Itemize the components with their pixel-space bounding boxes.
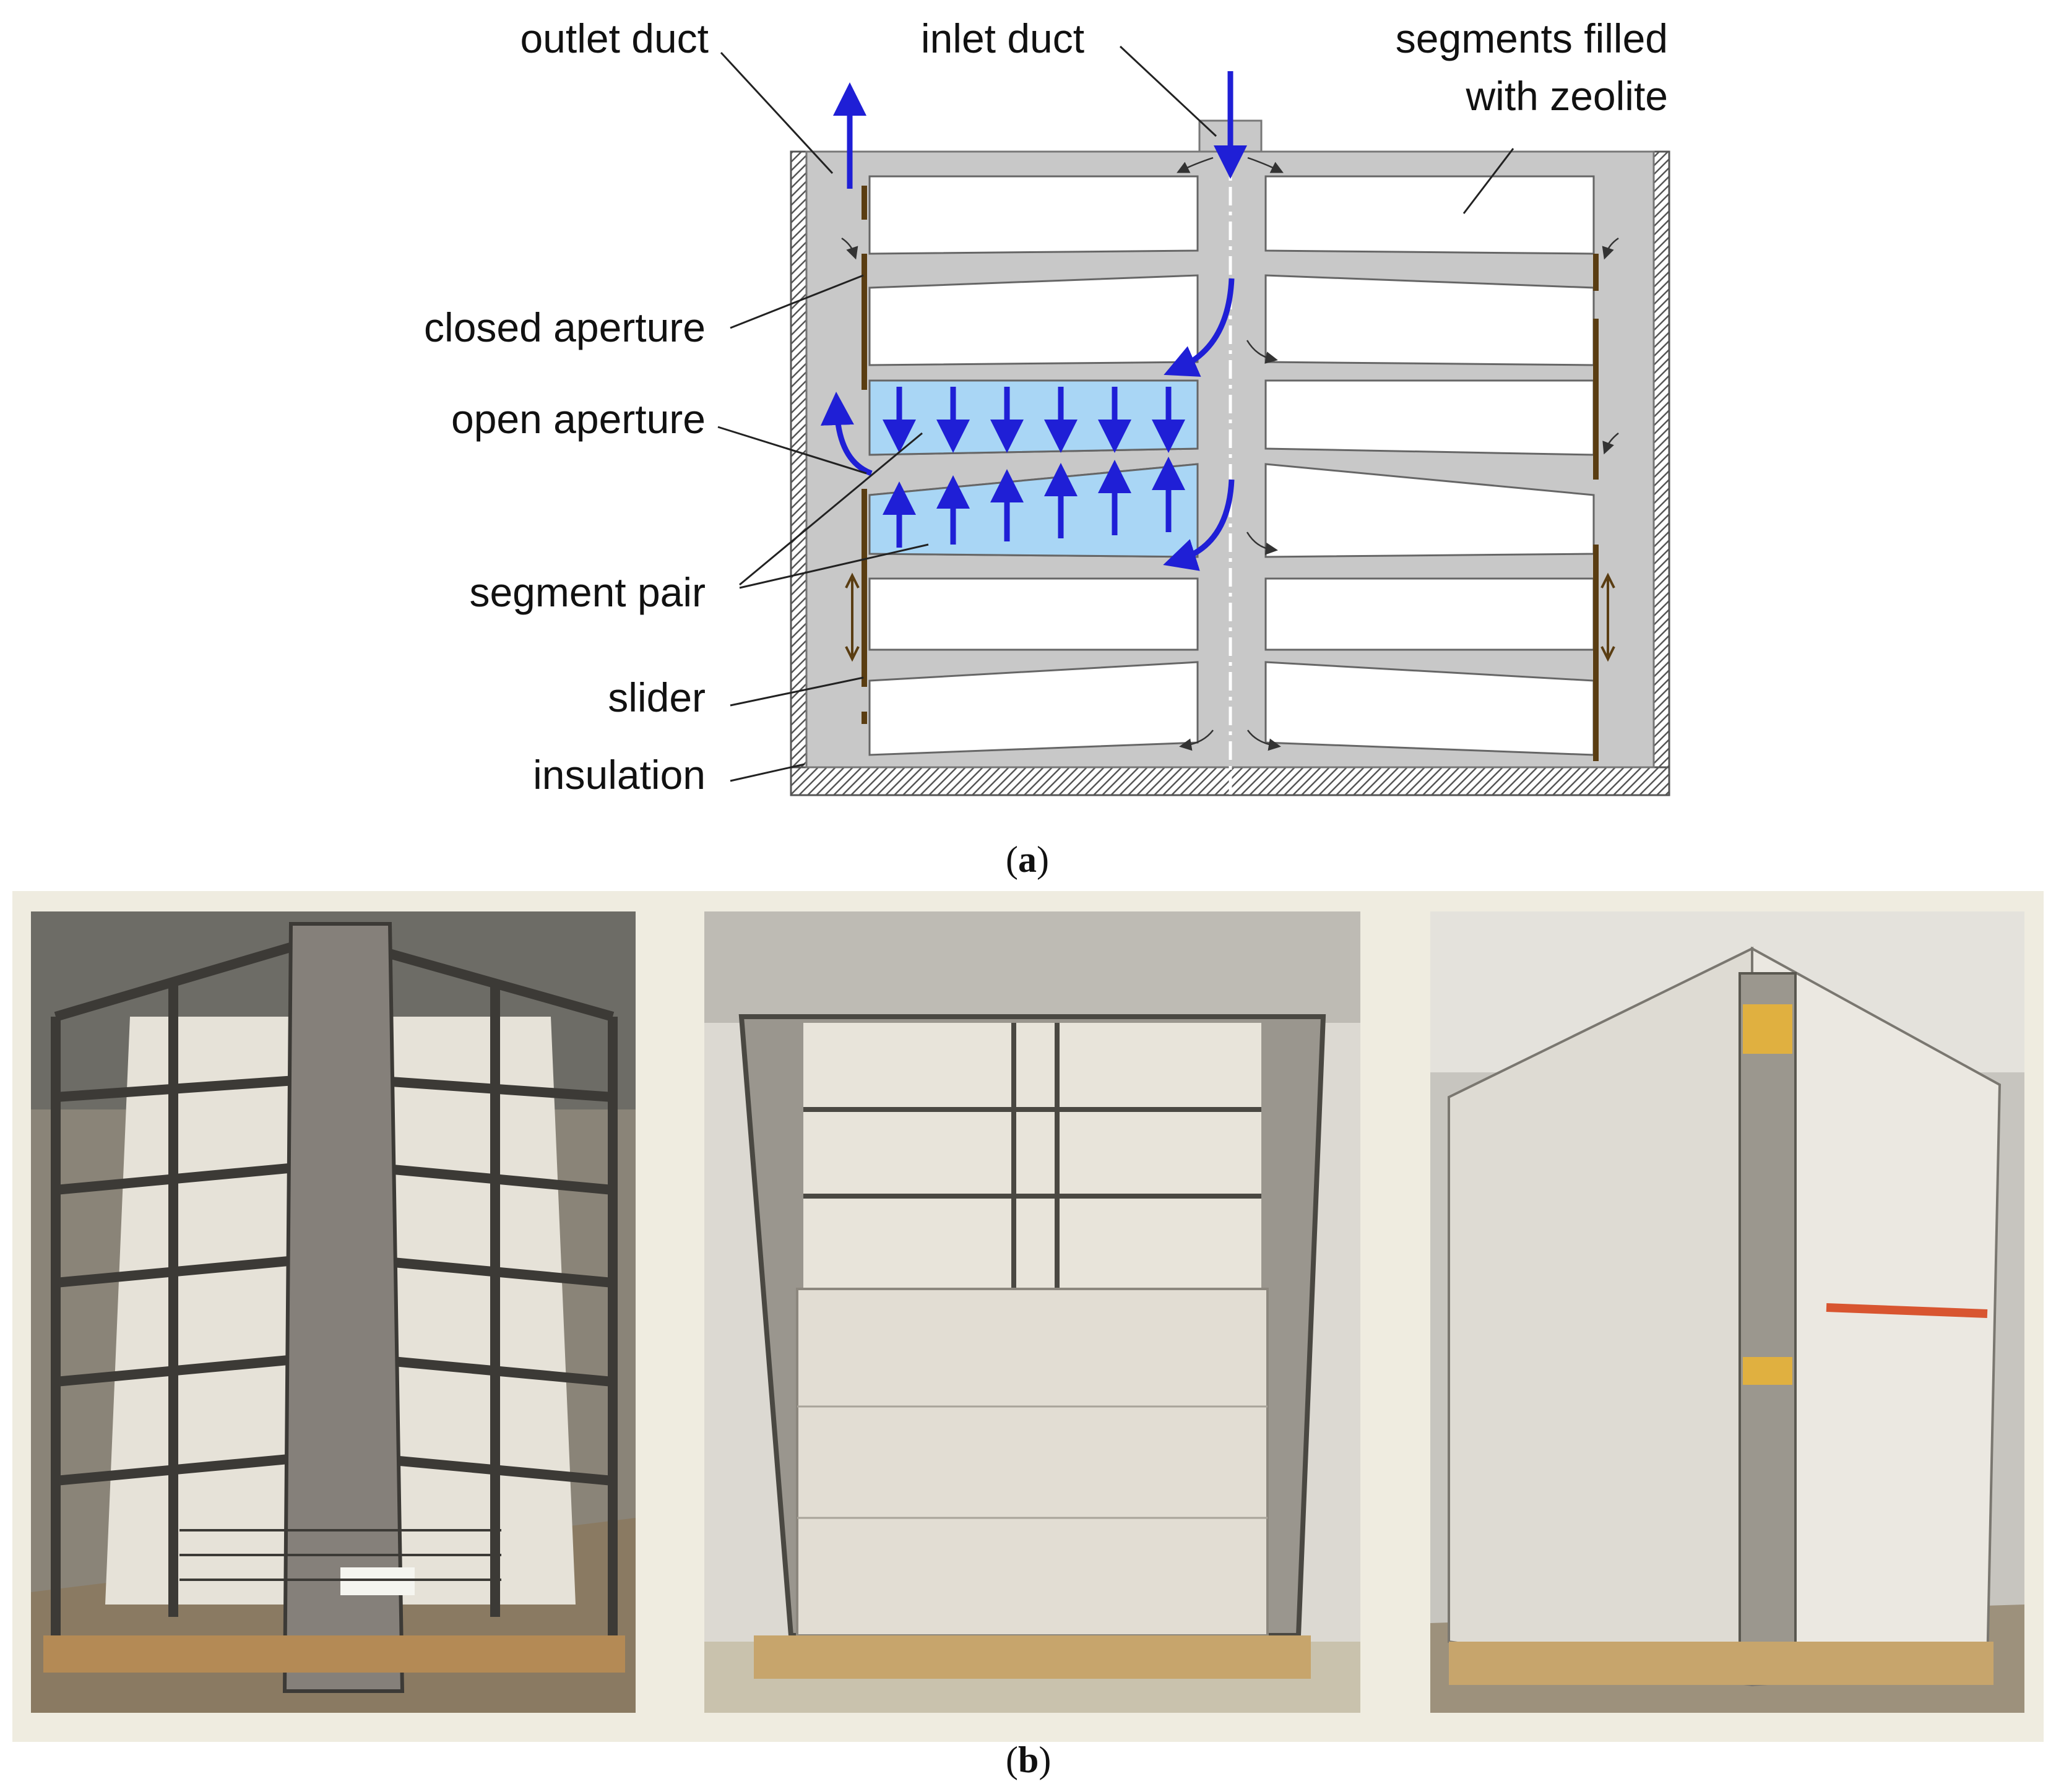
label-segments-filled: segments filled [1396,15,1668,61]
segments-right [1264,175,1595,756]
slider-motion-arrows [845,572,1615,662]
photo-steel-frame [31,911,636,1713]
caption-a: (a) [1006,839,1049,880]
main-flow-arrows [820,71,1247,571]
label-outlet-duct: outlet duct [520,15,709,61]
label-slider: slider [608,674,706,720]
label-insulation: insulation [533,752,706,798]
storage-diagram: outlet duct inlet duct segments filled w… [424,15,1670,808]
label-open-aperture: open aperture [451,396,706,442]
caption-b: (b) [1006,1739,1052,1780]
photo-partly-clad [704,911,1360,1713]
label-with-zeolite: with zeolite [1466,73,1669,119]
photo-panel [12,891,2044,1742]
label-inlet-duct: inlet duct [921,15,1084,61]
leader-lines [717,45,1514,782]
photo-fully-clad [1430,911,2024,1713]
small-flow-arrows [841,157,1619,751]
sliders [862,186,1599,761]
label-segment-pair: segment pair [469,569,706,615]
label-closed-aperture: closed aperture [424,304,706,350]
